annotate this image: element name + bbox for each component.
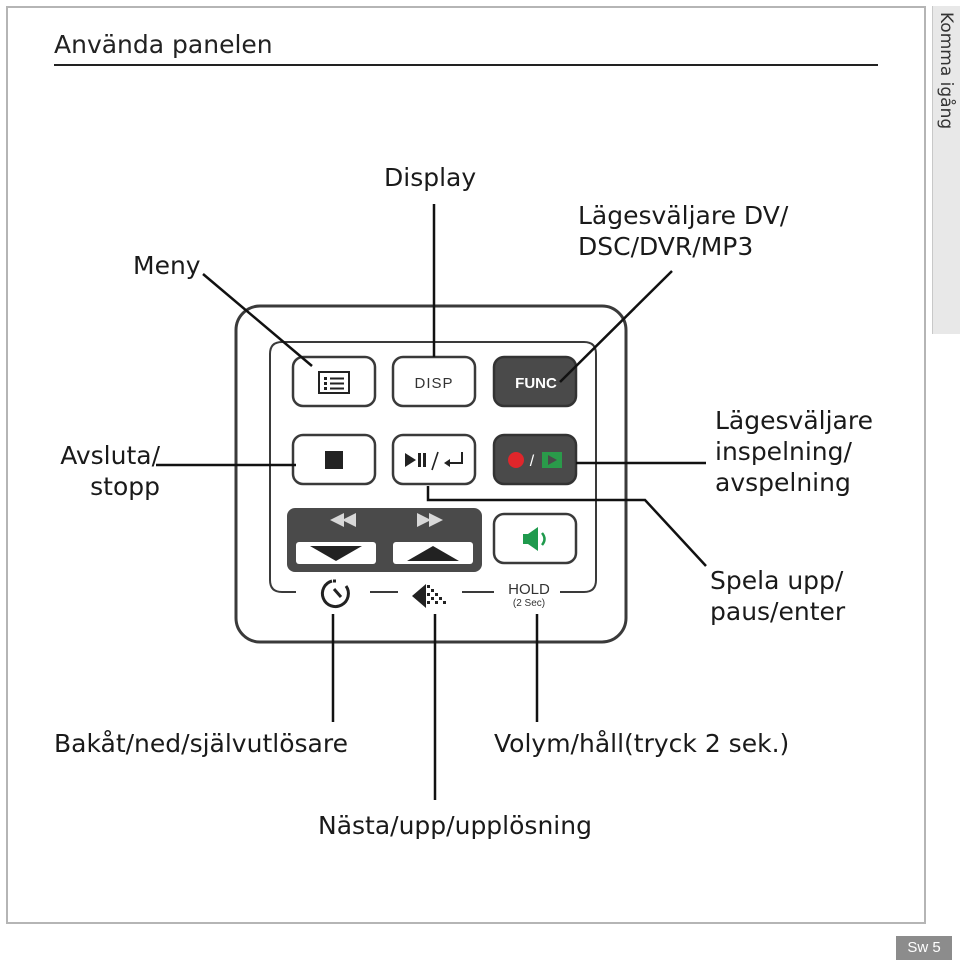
label-back: Bakåt/ned/självutlösare — [54, 729, 348, 758]
resolution-icon — [412, 584, 446, 608]
label-rec-line1: Lägesväljare — [715, 406, 873, 435]
label-func-line1: Lägesväljare DV/ — [578, 201, 789, 230]
label-play-line2: paus/enter — [710, 597, 846, 626]
play-pause-enter-icon — [405, 451, 463, 471]
volume-button[interactable] — [492, 512, 578, 565]
menu-button[interactable] — [291, 355, 377, 408]
hold-label: HOLD — [508, 581, 550, 598]
record-play-slash: / — [530, 453, 535, 470]
play-pause-enter-button[interactable] — [391, 433, 477, 486]
stop-button[interactable] — [291, 433, 377, 486]
label-stop-line1: Avsluta/ — [60, 441, 160, 470]
page-number-badge: Sw 5 — [896, 936, 952, 960]
page-frame — [6, 6, 926, 924]
label-next: Nästa/upp/upplösning — [318, 811, 592, 840]
hold-sublabel: (2 Sec) — [513, 598, 545, 609]
label-play-line1: Spela upp/ — [710, 566, 844, 595]
stop-square-icon — [325, 451, 343, 469]
page-title: Använda panelen — [54, 30, 273, 59]
label-volume: Volym/håll(tryck 2 sek.) — [494, 729, 790, 758]
label-stop-line2: stopp — [90, 472, 160, 501]
func-button[interactable]: FUNC — [492, 355, 578, 408]
label-rec-line3: avspelning — [715, 468, 851, 497]
label-rec: Lägesväljare inspelning/ avspelning — [715, 405, 873, 498]
label-meny: Meny — [133, 251, 201, 280]
forward-up-button[interactable] — [393, 513, 473, 564]
label-func: Lägesväljare DV/ DSC/DVR/MP3 — [578, 200, 788, 262]
label-play: Spela upp/ paus/enter — [710, 565, 845, 627]
forward-up-icon — [393, 513, 473, 564]
leader-lines — [156, 204, 707, 800]
rewind-down-button[interactable] — [296, 513, 376, 564]
label-stop: Avsluta/ stopp — [56, 440, 160, 502]
label-rec-line2: inspelning/ — [715, 437, 852, 466]
label-display: Display — [384, 163, 477, 192]
side-tab — [932, 6, 960, 334]
disp-label: DISP — [414, 375, 453, 392]
rewind-down-icon — [296, 513, 376, 564]
func-label: FUNC — [515, 375, 557, 392]
speaker-volume-icon — [523, 527, 546, 551]
self-timer-icon — [320, 579, 350, 608]
menu-list-icon — [318, 371, 350, 394]
disp-button[interactable]: DISP — [391, 355, 477, 408]
record-play-button[interactable]: / — [492, 433, 578, 486]
label-func-line2: DSC/DVR/MP3 — [578, 232, 754, 261]
side-tab-label: Komma igång — [936, 12, 956, 130]
title-rule — [54, 64, 878, 66]
record-play-icon: / — [508, 452, 562, 470]
